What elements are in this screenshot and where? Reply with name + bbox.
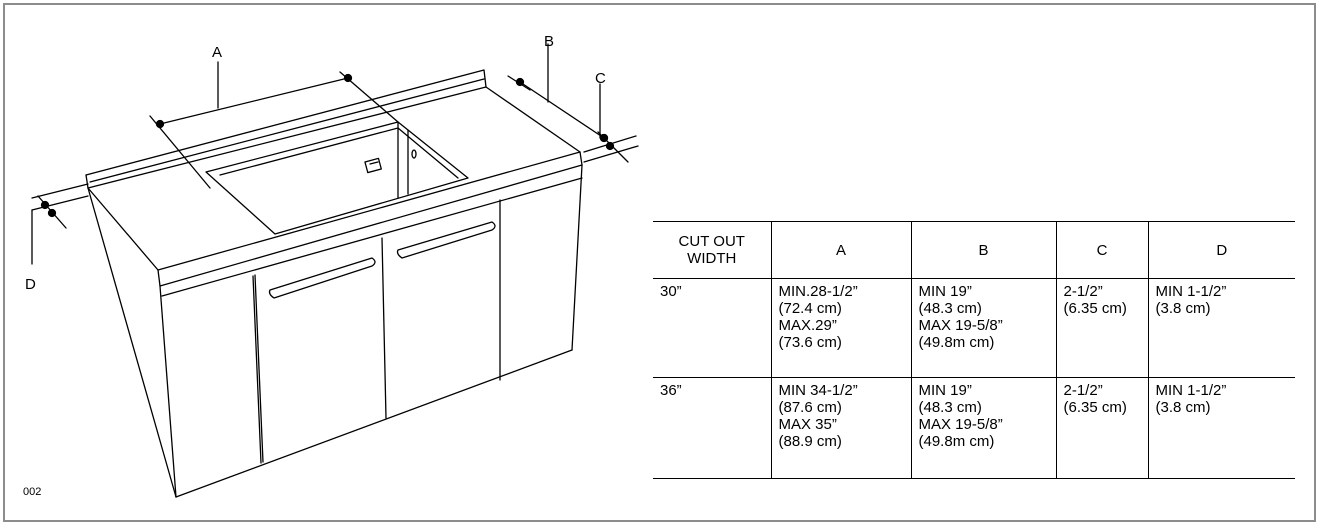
cell-b-line: MIN 19” <box>918 382 972 399</box>
cell-a-line: MIN 34-1/2” <box>778 382 858 399</box>
dimension-label-b: B <box>544 33 555 50</box>
dimension-d <box>31 183 89 265</box>
table-row: 36” MIN 34-1/2” (87.6 cm) MAX 35” (88.9 … <box>653 377 1295 479</box>
cell-a-line: (73.6 cm) <box>778 334 842 351</box>
cell-d-line: (3.8 cm) <box>1155 300 1211 317</box>
cell-d-line: MIN 1-1/2” <box>1155 382 1227 399</box>
cell-b-line: (49.8m cm) <box>918 334 995 351</box>
cell-b-line: MAX 19-5/8” <box>918 416 1003 433</box>
cell-b-line: MAX 19-5/8” <box>918 317 1003 334</box>
cell-d-line: (3.8 cm) <box>1155 399 1211 416</box>
cell-c-line: 2-1/2” <box>1063 283 1103 300</box>
cell-width: 30” <box>653 278 771 378</box>
header-b: B <box>910 221 1056 279</box>
cell-a-line: MAX.29” <box>778 317 837 334</box>
table-header-row: CUT OUT WIDTH A B C D <box>653 221 1295 279</box>
cell-a-line: MIN.28-1/2” <box>778 283 858 300</box>
cell-width: 36” <box>653 377 771 479</box>
header-a: A <box>770 221 911 279</box>
dimension-label-d: D <box>25 276 36 293</box>
dimension-label-a: A <box>212 44 223 61</box>
cell-a-line: (87.6 cm) <box>778 399 842 416</box>
cell-b-line: MIN 19” <box>918 283 972 300</box>
cell-b: MIN 19” (48.3 cm) MAX 19-5/8” (49.8m cm) <box>910 278 1056 378</box>
cell-a-line: (72.4 cm) <box>778 300 842 317</box>
cell-b-line: (48.3 cm) <box>918 300 982 317</box>
cell-a: MIN.28-1/2” (72.4 cm) MAX.29” (73.6 cm) <box>770 278 911 378</box>
backsplash <box>85 69 487 189</box>
countertop <box>87 86 583 297</box>
cell-a: MIN 34-1/2” (87.6 cm) MAX 35” (88.9 cm) <box>770 377 911 479</box>
cell-a-line: MAX 35” <box>778 416 837 433</box>
dimension-label-c: C <box>595 70 606 87</box>
figure-number: 002 <box>23 486 42 498</box>
cell-c: 2-1/2” (6.35 cm) <box>1055 278 1148 378</box>
cabinet-body <box>87 164 583 498</box>
cell-b-line: (48.3 cm) <box>918 399 982 416</box>
header-cutout-width: CUT OUT WIDTH <box>653 221 771 279</box>
cell-b: MIN 19” (48.3 cm) MAX 19-5/8” (49.8m cm) <box>910 377 1056 479</box>
dimension-a <box>149 61 399 189</box>
door-handles <box>268 221 496 299</box>
cell-c-line: (6.35 cm) <box>1063 399 1127 416</box>
cell-d: MIN 1-1/2” (3.8 cm) <box>1147 377 1295 479</box>
cell-a-line: (88.9 cm) <box>778 433 842 450</box>
cell-c: 2-1/2” (6.35 cm) <box>1055 377 1148 479</box>
page-frame <box>3 3 1316 522</box>
dimension-c <box>583 83 639 163</box>
header-c: C <box>1055 221 1148 279</box>
cell-d: MIN 1-1/2” (3.8 cm) <box>1147 278 1295 378</box>
cell-c-line: (6.35 cm) <box>1063 300 1127 317</box>
header-d: D <box>1147 221 1295 279</box>
cutout-dimensions-table: CUT OUT WIDTH A B C D 30” MIN.28-1/2” (7… <box>653 221 1295 479</box>
cell-b-line: (49.8m cm) <box>918 433 995 450</box>
cell-c-line: 2-1/2” <box>1063 382 1103 399</box>
table-row: 30” MIN.28-1/2” (72.4 cm) MAX.29” (73.6 … <box>653 278 1295 378</box>
dimension-b <box>507 43 609 143</box>
cell-d-line: MIN 1-1/2” <box>1155 283 1227 300</box>
sink-cutout <box>205 121 469 235</box>
